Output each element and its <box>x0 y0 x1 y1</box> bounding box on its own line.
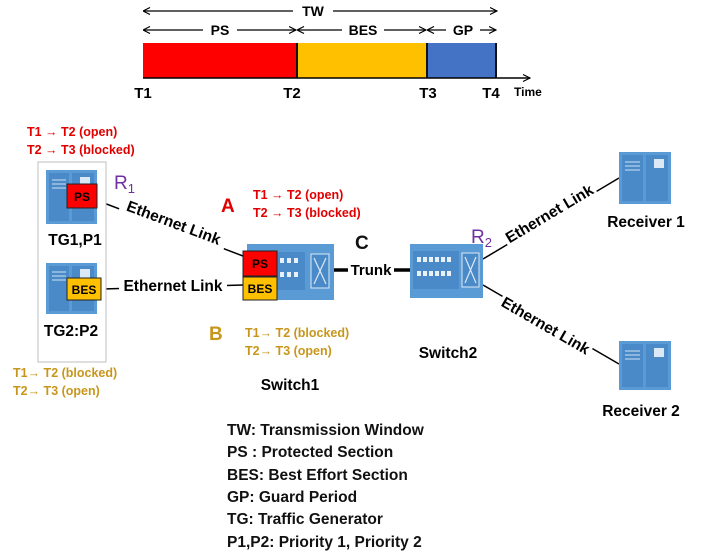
switch1-bes-label: BES <box>248 282 273 296</box>
switch1: PS BES Switch1 <box>242 244 334 394</box>
traffic-generator-group: PS TG1,P1 BES TG2:P2 <box>37 161 107 363</box>
switch1-bes-queue <box>242 276 278 301</box>
ethernet-link-label-tg2: Ethernet Link <box>123 278 222 295</box>
tw-label: TW <box>302 3 325 19</box>
point-b: B <box>209 324 223 345</box>
receiver1-server-icon <box>619 152 671 204</box>
tg1-schedule-open: T1 → T2 (open) <box>27 125 117 139</box>
legend-line: GP: Guard Period <box>227 489 357 506</box>
r2-label: R2 <box>471 227 492 250</box>
r1-label: R1 <box>114 173 135 196</box>
time-label: Time <box>514 85 542 99</box>
t2-label: T2 <box>283 85 301 102</box>
switch2-icon <box>410 244 483 298</box>
switch1-ps-queue <box>242 250 278 277</box>
trunk-label: Trunk <box>351 262 392 279</box>
ps-label: PS <box>211 22 230 38</box>
tg2-schedule-open: T2→ T3 (open) <box>13 384 100 398</box>
receiver2: Receiver 2 <box>602 341 680 420</box>
bes-label: BES <box>349 22 378 38</box>
tg1-ps-queue <box>66 183 98 209</box>
t1-label: T1 <box>134 85 152 102</box>
ethernet-link-label-tg1: Ethernet Link <box>124 198 223 249</box>
legend-line: TW: Transmission Window <box>227 422 425 439</box>
t4-label: T4 <box>482 85 500 102</box>
r1-letter: R <box>114 173 128 194</box>
r1-subscript: 1 <box>128 181 135 196</box>
legend-line: PS : Protected Section <box>227 444 393 461</box>
ethernet-link-label-receiver1: Ethernet Link <box>503 181 597 247</box>
tg1-label: TG1,P1 <box>48 232 102 249</box>
tg2-schedule-blocked: T1→ T2 (blocked) <box>13 366 117 380</box>
timeline: TW PS BES GP T1 T2 T3 T4 Time <box>134 2 542 102</box>
tg1-ps-label: PS <box>74 190 90 204</box>
t3-label: T3 <box>419 85 437 102</box>
switch1-a-schedule-open: T1 → T2 (open) <box>253 188 343 202</box>
gp-label: GP <box>453 22 473 38</box>
ethernet-link-label-receiver2: Ethernet Link <box>498 294 593 358</box>
receiver1: Receiver 1 <box>607 152 685 231</box>
tg2-bes-label: BES <box>72 283 97 297</box>
legend-line: P1,P2: Priority 1, Priority 2 <box>227 534 422 551</box>
switch1-a-schedule-blocked: T2 → T3 (blocked) <box>253 206 361 220</box>
switch1-b-schedule-open: T2→ T3 (open) <box>245 344 332 358</box>
tg2-label: TG2:P2 <box>44 323 98 340</box>
legend-line: TG: Traffic Generator <box>227 511 383 528</box>
receiver2-label: Receiver 2 <box>602 403 680 420</box>
switch1-ps-label: PS <box>252 257 268 271</box>
switch1-b-schedule-blocked: T1→ T2 (blocked) <box>245 326 349 340</box>
receiver2-server-icon <box>619 341 671 390</box>
legend: TW: Transmission Window PS : Protected S… <box>227 422 425 551</box>
ps-bar <box>143 43 297 78</box>
legend-line: BES: Best Effort Section <box>227 467 408 484</box>
gp-bar <box>427 43 496 78</box>
tg1-schedule-blocked: T2 → T3 (blocked) <box>27 143 135 157</box>
tg2-bes-queue <box>66 277 102 301</box>
bes-bar <box>297 43 427 78</box>
point-c: C <box>355 233 369 254</box>
switch2: Switch2 <box>410 244 483 362</box>
switch1-label: Switch1 <box>261 377 320 394</box>
r2-subscript: 2 <box>485 235 492 250</box>
point-a: A <box>221 196 235 217</box>
r2-letter: R <box>471 227 485 248</box>
receiver1-label: Receiver 1 <box>607 214 685 231</box>
switch2-label: Switch2 <box>419 345 478 362</box>
